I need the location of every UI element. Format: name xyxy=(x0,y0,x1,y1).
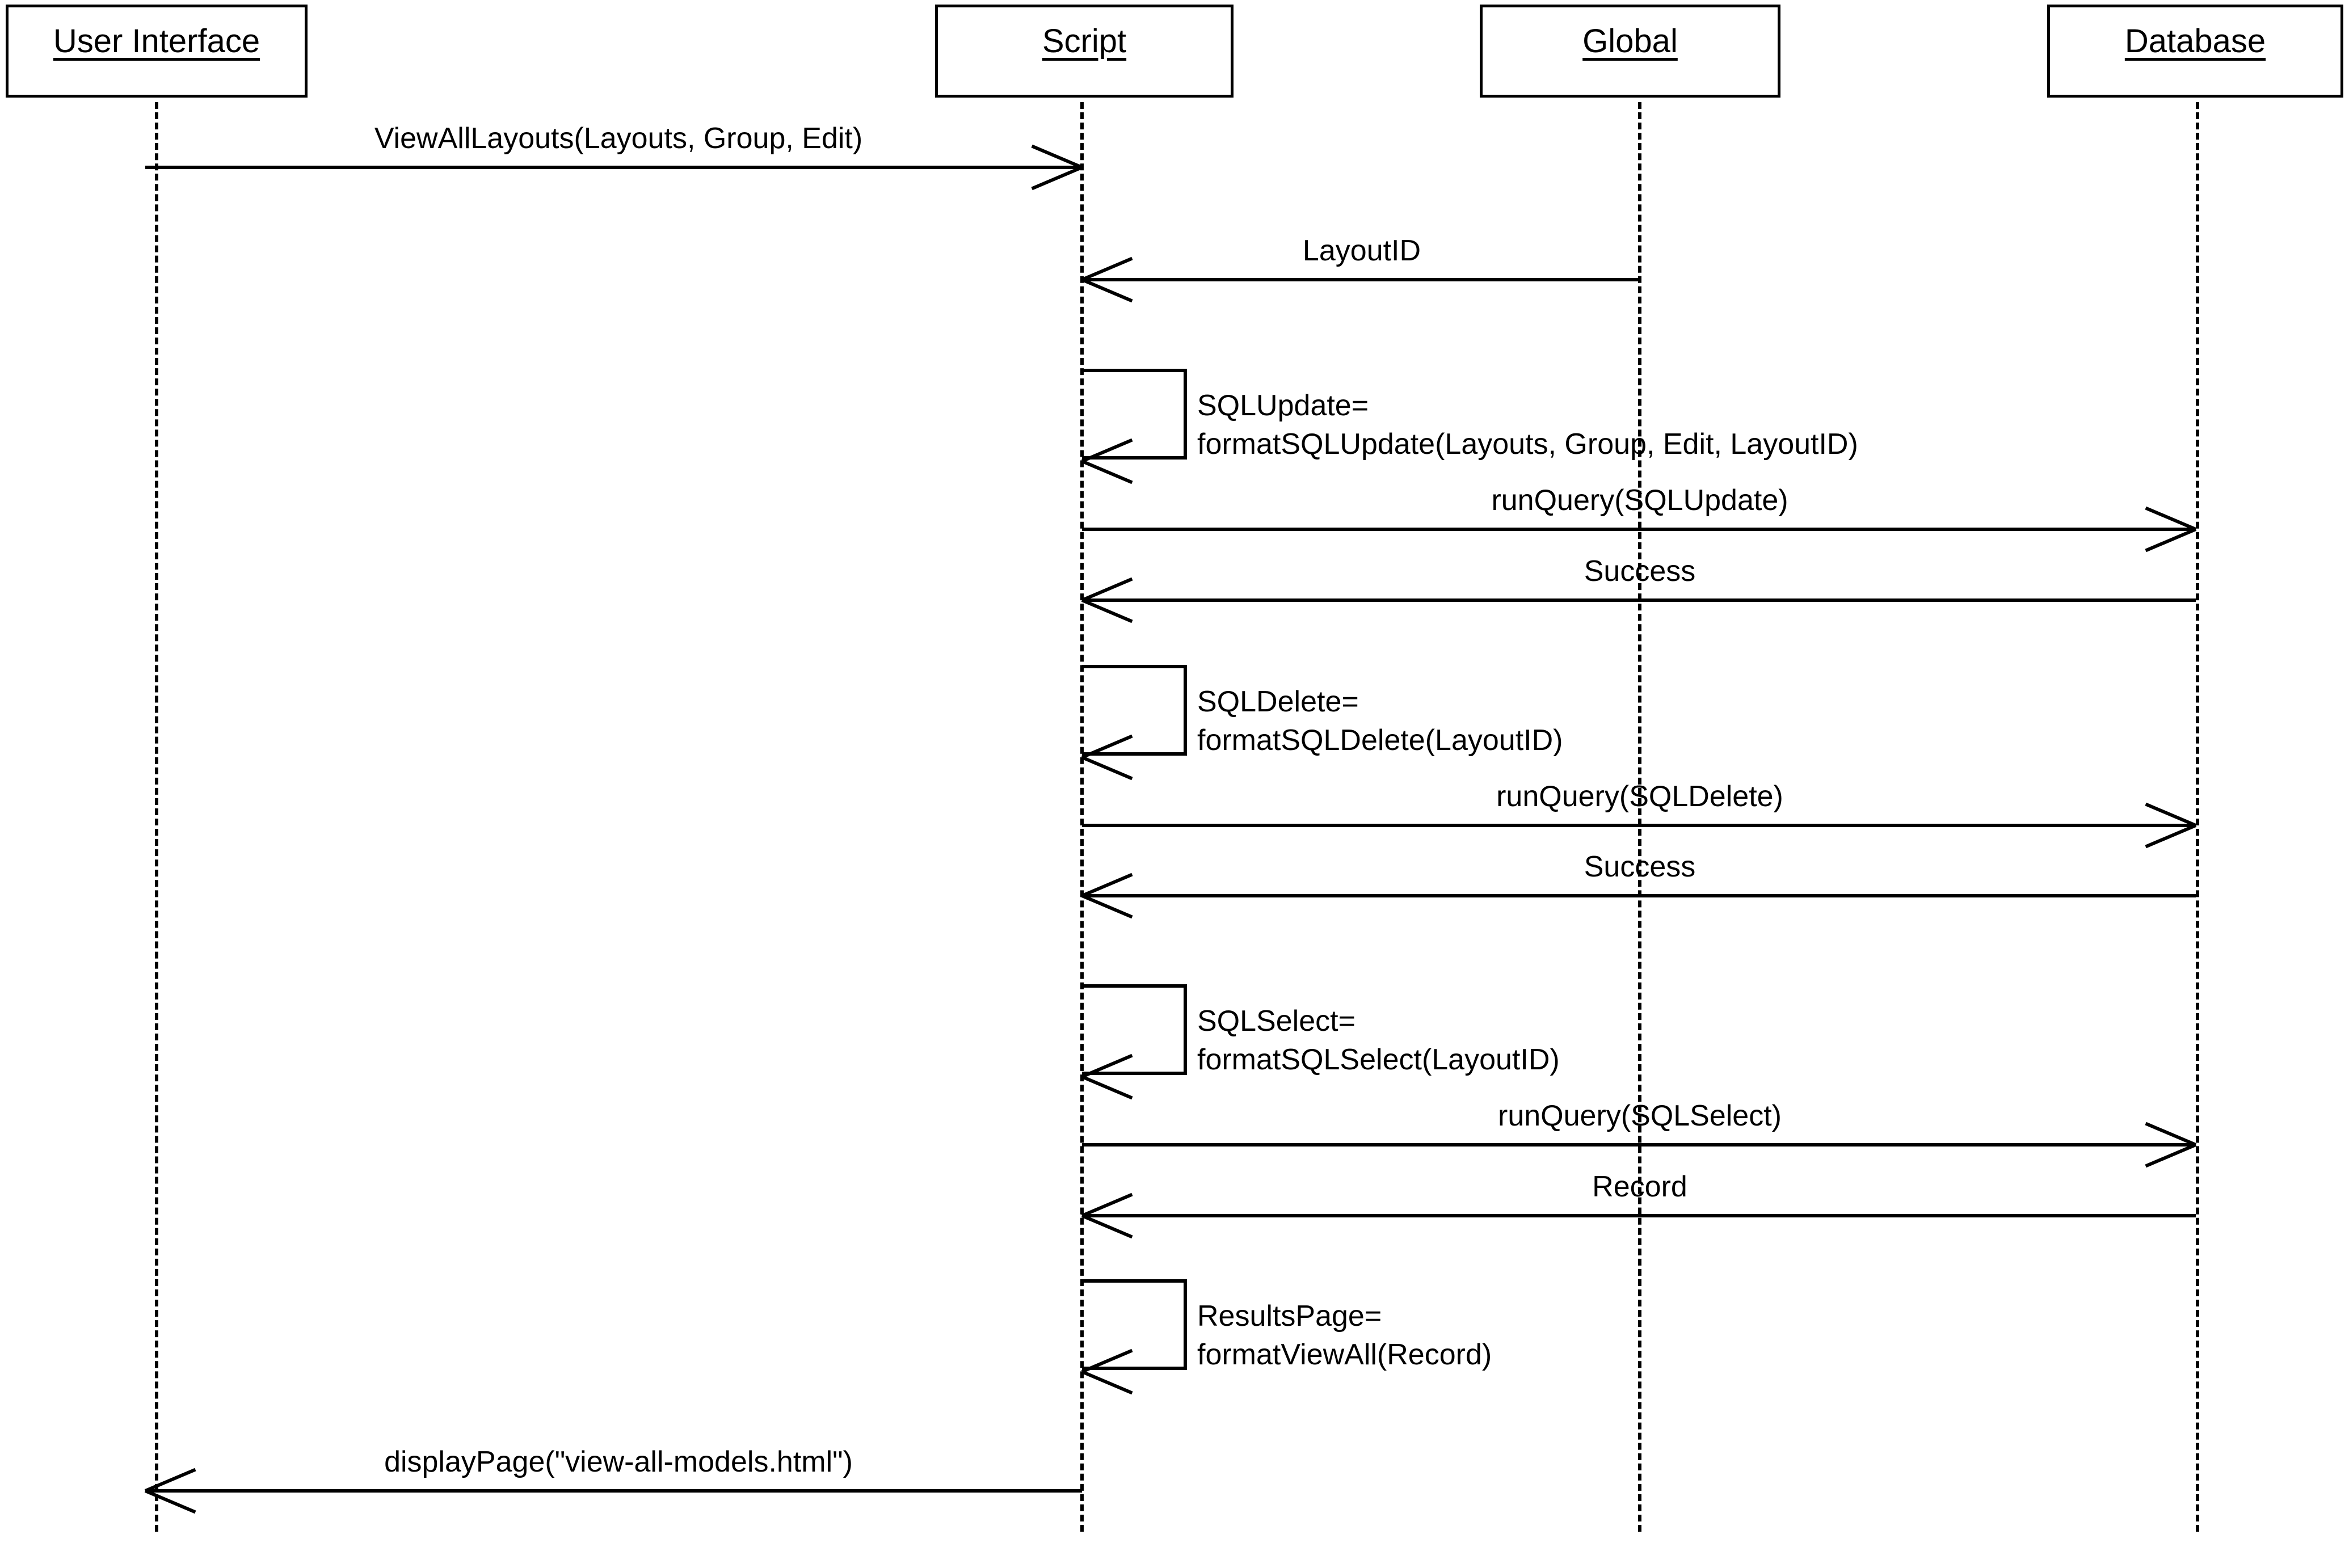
self-call-label-line1-sql-update: SQLUpdate= xyxy=(1197,389,1369,422)
participant-box-script[interactable]: Script xyxy=(935,5,1234,98)
participant-box-database[interactable]: Database xyxy=(2047,5,2343,98)
message-label-run-query-sql-update: runQuery(SQLUpdate) xyxy=(1491,483,1788,517)
message-label-record: Record xyxy=(1592,1170,1687,1203)
self-call-box-results-page[interactable] xyxy=(1082,1279,1187,1370)
message-label-layout-id: LayoutID xyxy=(1302,234,1421,267)
self-call-label-sql-update: SQLUpdate= formatSQLUpdate(Layouts, Grou… xyxy=(1197,387,1858,463)
self-call-label-line2-sql-select: formatSQLSelect(LayoutID) xyxy=(1197,1043,1560,1076)
lifeline-script xyxy=(1080,102,1084,1532)
participant-label-user-interface: User Interface xyxy=(53,23,260,60)
self-call-label-line1-sql-select: SQLSelect= xyxy=(1197,1005,1355,1038)
self-call-label-line2-sql-update: formatSQLUpdate(Layouts, Group, Edit, La… xyxy=(1197,427,1858,461)
message-line-success-delete[interactable] xyxy=(1082,894,2196,897)
message-line-run-query-sql-delete[interactable] xyxy=(1082,824,2196,827)
message-label-view-all-layouts: ViewAllLayouts(Layouts, Group, Edit) xyxy=(374,121,863,155)
message-line-record[interactable] xyxy=(1082,1214,2196,1217)
message-line-run-query-sql-select[interactable] xyxy=(1082,1143,2196,1147)
participant-label-database: Database xyxy=(2124,23,2266,60)
message-line-run-query-sql-update[interactable] xyxy=(1082,528,2196,531)
participant-label-script: Script xyxy=(1042,23,1127,60)
lifeline-global xyxy=(1638,102,1641,1532)
message-label-success-delete: Success xyxy=(1584,850,1696,883)
self-call-label-results-page: ResultsPage= formatViewAll(Record) xyxy=(1197,1297,1492,1374)
self-call-box-sql-select[interactable] xyxy=(1082,984,1187,1075)
self-call-box-sql-delete[interactable] xyxy=(1082,665,1187,756)
message-label-run-query-sql-delete: runQuery(SQLDelete) xyxy=(1496,779,1783,813)
lifeline-database xyxy=(2196,102,2199,1532)
self-call-label-sql-delete: SQLDelete= formatSQLDelete(LayoutID) xyxy=(1197,683,1563,760)
participant-label-global: Global xyxy=(1582,23,1678,60)
self-call-label-line2-sql-delete: formatSQLDelete(LayoutID) xyxy=(1197,723,1563,757)
message-line-layout-id[interactable] xyxy=(1082,278,1640,281)
self-call-label-sql-select: SQLSelect= formatSQLSelect(LayoutID) xyxy=(1197,1002,1560,1079)
self-call-label-line1-sql-delete: SQLDelete= xyxy=(1197,685,1359,718)
participant-box-global[interactable]: Global xyxy=(1480,5,1780,98)
self-call-box-sql-update[interactable] xyxy=(1082,369,1187,460)
participant-box-user-interface[interactable]: User Interface xyxy=(6,5,308,98)
message-label-success-update: Success xyxy=(1584,554,1696,588)
message-label-display-page: displayPage("view-all-models.html") xyxy=(384,1445,853,1478)
self-call-label-line2-results-page: formatViewAll(Record) xyxy=(1197,1338,1492,1371)
lifeline-user-interface xyxy=(155,102,158,1532)
message-line-success-update[interactable] xyxy=(1082,598,2196,602)
message-line-display-page[interactable] xyxy=(145,1489,1082,1493)
message-label-run-query-sql-select: runQuery(SQLSelect) xyxy=(1498,1099,1782,1132)
message-line-view-all-layouts[interactable] xyxy=(145,166,1082,169)
self-call-label-line1-results-page: ResultsPage= xyxy=(1197,1300,1382,1333)
